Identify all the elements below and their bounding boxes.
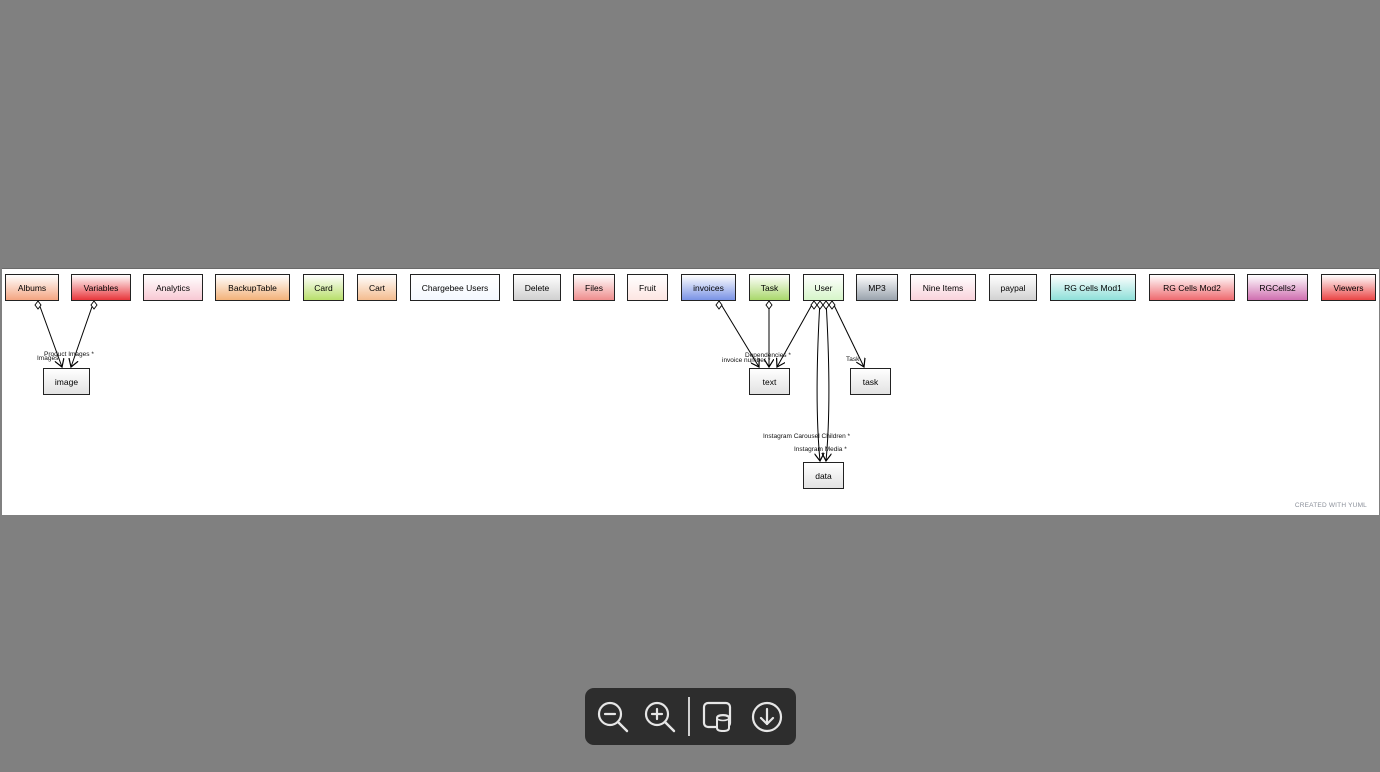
viewer-toolbar [585, 688, 796, 745]
edges-layer: Images Product Images * invoice number *… [34, 300, 1379, 515]
class-viewers[interactable]: Viewers [1321, 274, 1376, 301]
class-text[interactable]: text [749, 368, 790, 395]
class-rg-cells-mod2[interactable]: RG Cells Mod2 [1149, 274, 1235, 301]
fit-screen-icon [702, 701, 732, 733]
edge-variables-image [71, 300, 95, 367]
class-task[interactable]: Task [749, 274, 790, 301]
edge-invoices-text [718, 300, 759, 367]
class-delete[interactable]: Delete [513, 274, 561, 301]
class-backuptable[interactable]: BackupTable [215, 274, 290, 301]
zoom-out-button[interactable] [596, 700, 630, 734]
download-icon [751, 701, 783, 733]
class-files[interactable]: Files [573, 274, 615, 301]
class-image[interactable]: image [43, 368, 90, 395]
class-card[interactable]: Card [303, 274, 344, 301]
zoom-out-icon [597, 701, 629, 733]
class-user[interactable]: User [803, 274, 844, 301]
edge-user-text [777, 300, 815, 367]
class-mp3[interactable]: MP3 [856, 274, 898, 301]
class-cart[interactable]: Cart [357, 274, 397, 301]
class-rg-cells-mod1[interactable]: RG Cells Mod1 [1050, 274, 1136, 301]
diamond-user-carousel [816, 300, 824, 310]
diamond-user-media [822, 300, 830, 310]
edge-label-product-images: Product Images * [44, 351, 94, 358]
diamond-variables [90, 300, 98, 310]
class-invoices[interactable]: invoices [681, 274, 736, 301]
diamond-task [765, 300, 773, 310]
toolbar-separator [688, 697, 690, 736]
fit-screen-button[interactable] [701, 700, 735, 734]
class-task-lower[interactable]: task [850, 368, 891, 395]
edge-albums-image [37, 300, 62, 367]
diamond-invoices [715, 300, 723, 310]
edge-user-data-carousel [817, 300, 820, 461]
class-variables[interactable]: Variables [71, 274, 131, 301]
zoom-in-icon [644, 701, 676, 733]
edge-label-instagram-carousel: Instagram Carousel Children * [763, 433, 851, 440]
class-nine-items[interactable]: Nine Items [910, 274, 976, 301]
diamond-user-task [828, 300, 836, 310]
edge-label-images: Images [37, 355, 59, 362]
class-rgcells2[interactable]: RGCells2 [1247, 274, 1308, 301]
class-chargebee-users[interactable]: Chargebee Users [410, 274, 500, 301]
edge-label-dependencies: Dependencies * [745, 352, 791, 359]
class-albums[interactable]: Albums [5, 274, 59, 301]
class-paypal[interactable]: paypal [989, 274, 1037, 301]
diagram-canvas: Images Product Images * invoice number *… [2, 268, 1379, 515]
diamond-albums [34, 300, 42, 310]
class-data[interactable]: data [803, 462, 844, 489]
edge-label-invoice-number: invoice number * [722, 357, 771, 364]
class-analytics[interactable]: Analytics [143, 274, 203, 301]
download-button[interactable] [750, 700, 784, 734]
zoom-in-button[interactable] [643, 700, 677, 734]
edge-user-data-media [826, 300, 829, 461]
watermark: CREATED WITH YUML [1294, 502, 1367, 509]
diamond-user-text [810, 300, 818, 310]
edge-label-task: Task [846, 356, 860, 363]
edge-user-task [831, 300, 864, 367]
class-fruit[interactable]: Fruit [627, 274, 668, 301]
edge-label-instagram-media: Instagram Media * [794, 446, 847, 453]
